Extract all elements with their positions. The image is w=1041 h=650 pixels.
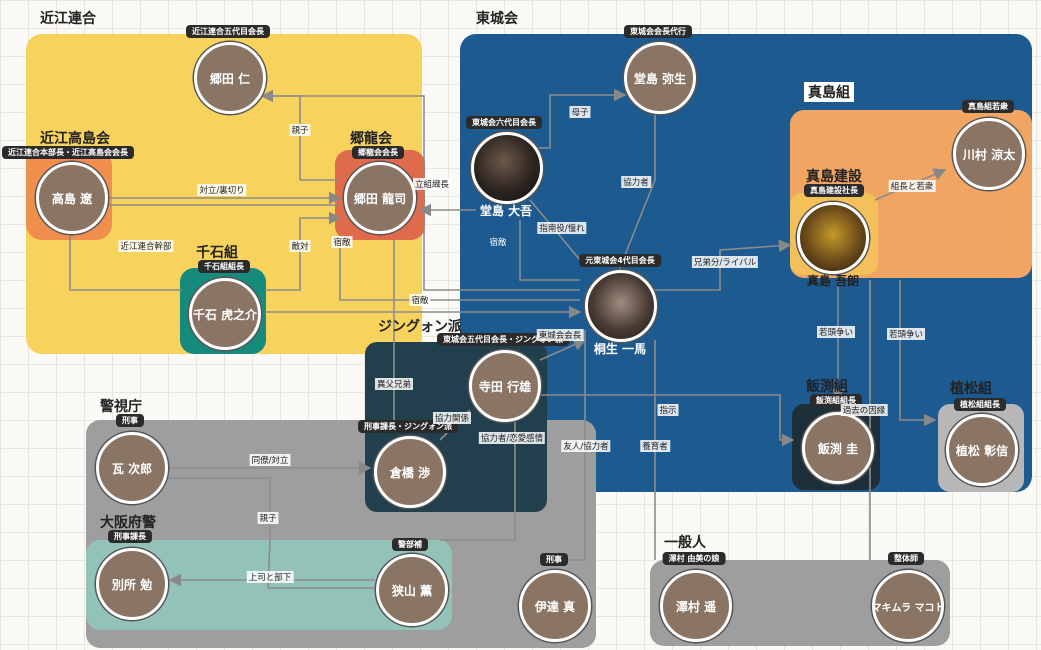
edge-label-boshi: 母子 [569, 106, 591, 118]
edge-shukuteki-a [339, 240, 580, 301]
majima-portrait[interactable] [797, 202, 869, 274]
edge-kyoryokusha [614, 110, 656, 281]
goda-jin-role: 近江連合五代目会長 [186, 25, 270, 38]
edge-label-kawamura: 組長と若衆 [888, 180, 936, 192]
goryu-badge: 郷龍会会長 [352, 146, 404, 159]
edge-label-kyoryokusha: 協力者 [621, 176, 651, 188]
osaka-title: 大阪府警 [100, 515, 156, 531]
takashima-badge: 近江連合本部長・近江高島会会長 [2, 146, 134, 159]
makimura-role: 整体師 [888, 552, 924, 565]
sawamura-node[interactable]: 澤村 遥 [660, 570, 732, 642]
edge-label-joshi: 上司と部下 [246, 571, 294, 583]
edge-label-wakagashira1: 若頭争い [816, 326, 856, 338]
uematsu-title: 植松組 [950, 381, 992, 397]
takashima-node[interactable]: 高島 遼 [36, 162, 108, 234]
edge-label-omi-kanbu: 近江連合幹部 [118, 240, 174, 252]
sengoku-node[interactable]: 千石 虎之介 [189, 278, 261, 350]
majima-gumi-title: 真島組 [804, 82, 854, 102]
sawamura-role: 澤村 由美の娘 [662, 552, 726, 565]
date-role: 刑事 [540, 553, 568, 566]
majima-name: 真島 吾朗 [806, 274, 860, 288]
goda-ryuji-node[interactable]: 郷田 龍司 [344, 162, 416, 234]
kiryu-portrait[interactable] [585, 270, 657, 342]
dojima-yayoi-node[interactable]: 堂島 弥生 [624, 42, 696, 114]
edge-label-oyako2: 親子 [257, 512, 279, 524]
jingwon-title: ジングォン派 [378, 319, 462, 335]
edge-label-yoikusha: 養育者 [640, 440, 670, 452]
edge-omi-kanbu [69, 230, 182, 291]
edge-label-taititsu: 対立/裏切り [197, 184, 247, 196]
terada-role: 東城会五代目会長・ジングォン派 [437, 333, 569, 346]
sayama-role: 警部補 [392, 538, 428, 551]
edge-label-shukuteki-b: 宿敵 [409, 294, 431, 306]
osaka-badge: 刑事課長 [108, 530, 152, 543]
kawara-node[interactable]: 瓦 次郎 [96, 432, 168, 504]
edge-label-wakagashira2: 若頭争い [886, 328, 926, 340]
kawamura-role: 真島組若衆 [962, 100, 1014, 113]
edge-label-ritsugumi: 立組織長 [412, 178, 452, 190]
edge-wakagashira2 [899, 280, 937, 427]
edge-label-ihou: 異父兄弟 [374, 378, 414, 390]
edge-label-shukuteki-c: 宿敵 [489, 238, 507, 248]
edge-label-kyoryoku-renai: 協力者/恋愛感情 [478, 432, 546, 444]
sayama-node[interactable]: 狭山 薫 [376, 554, 448, 626]
dojima-daigo-portrait[interactable] [471, 132, 543, 204]
edge-terada-kiryu [539, 338, 587, 361]
uematsu-badge: 植松組組長 [954, 398, 1006, 411]
kurahashi-node[interactable]: 倉橋 渉 [374, 436, 446, 508]
edge-label-doryo: 同僚/対立 [249, 454, 291, 466]
edge-oyako2 [165, 477, 271, 589]
kiryu-role: 元東城会4代目会長 [579, 254, 661, 267]
edge-label-kankei: 協力関係 [432, 412, 472, 424]
edge-label-tekitai: 敵対 [289, 240, 311, 252]
kiryu-name: 桐生 一馬 [593, 342, 647, 356]
date-node[interactable]: 伊達 真 [519, 570, 591, 642]
edge-label-shinanyaku: 指南役/憧れ [537, 222, 587, 234]
kawara-role: 刑事 [116, 414, 144, 427]
kawamura-node[interactable]: 川村 涼太 [953, 118, 1025, 190]
makimura-node[interactable]: マキムラ マコト [872, 570, 945, 642]
iizuchi-badge: 飯渕組組長 [810, 394, 862, 407]
terada-node[interactable]: 寺田 行雄 [469, 350, 541, 422]
edge-label-kako: 過去の因縁 [840, 404, 888, 416]
uematsu-node[interactable]: 植松 彰信 [946, 414, 1018, 486]
sengoku-title: 千石組 [196, 245, 238, 261]
edge-label-kaichou: 東城会会長 [536, 329, 584, 341]
edge-shiji [540, 394, 795, 447]
keishicho-title: 警視庁 [100, 399, 142, 415]
dojima-daigo-name: 堂島 大吾 [479, 204, 533, 218]
majima-kensetsu-badge: 真島建設社長 [804, 184, 864, 197]
edge-label-shiji: 指示 [657, 404, 679, 416]
tojo-title: 東城会 [476, 11, 518, 27]
iizuchi-node[interactable]: 飯渕 圭 [802, 412, 874, 484]
bessho-node[interactable]: 別所 勉 [96, 548, 168, 620]
edge-label-oyako: 親子 [289, 124, 311, 136]
edge-kyodaibun [650, 239, 792, 291]
omi-title: 近江連合 [40, 11, 96, 27]
edge-daigo-kiryu [519, 220, 580, 281]
civilian-title: 一般人 [664, 535, 706, 551]
edge-kyoryoku-renai [440, 400, 516, 541]
edge-label-kyodaibun: 兄弟分/ライバル [691, 256, 759, 268]
goda-jin-node[interactable]: 郷田 仁 [194, 42, 266, 114]
majima-kensetsu-title: 真島建設 [806, 169, 862, 185]
dojima-daigo-role: 東城会六代目会長 [466, 116, 542, 129]
edge-label-shukuteki-a: 宿敵 [331, 236, 353, 248]
takashima-title: 近江高島会 [40, 131, 110, 147]
edge-oyako [260, 89, 301, 180]
edge-tekitai [265, 211, 342, 291]
dojima-yayoi-role: 東城会会長代行 [624, 25, 692, 38]
sengoku-badge: 千石組組長 [198, 260, 250, 273]
iizuchi-title: 飯渕組 [806, 379, 848, 395]
edge-label-yujin: 友人/協力者 [561, 440, 611, 452]
goryu-title: 郷龍会 [350, 131, 392, 147]
